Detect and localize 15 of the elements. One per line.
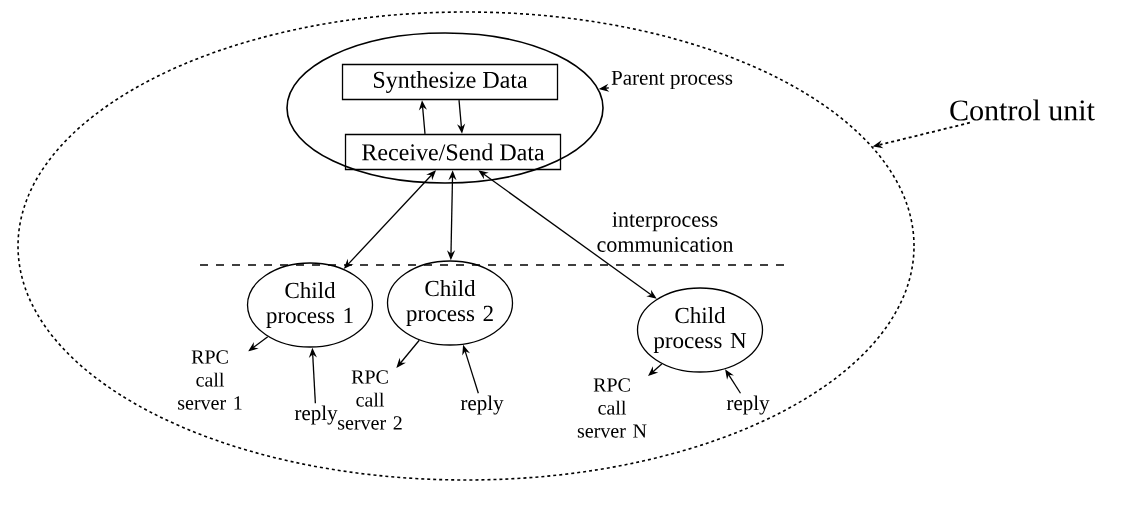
node-label: reply (726, 395, 770, 415)
process-ellipse (286, 32, 604, 184)
node-label: Control unit (950, 99, 1095, 121)
node-label: reply (294, 405, 338, 425)
dotted-ellipse (17, 11, 915, 481)
arrow (725, 369, 742, 394)
node-label: Parent process (611, 70, 733, 90)
process-box: Receive/Send Data (344, 133, 562, 171)
node-label: reply (460, 395, 504, 415)
node-label: RPC call server 1 (178, 350, 242, 410)
arrow (478, 170, 657, 299)
note-label: interprocess communication (597, 212, 734, 252)
node-label: RPC call server N (577, 378, 647, 438)
process-box: Synthesize Data (341, 63, 559, 101)
node-label: RPC call server 2 (338, 370, 402, 430)
